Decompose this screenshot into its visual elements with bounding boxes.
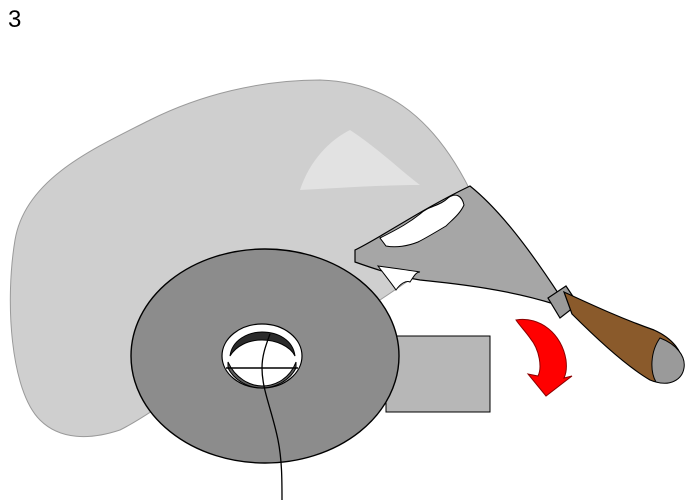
curved-arrow-icon	[516, 319, 572, 396]
backing-strip	[386, 336, 490, 412]
handle-cap	[652, 338, 684, 383]
